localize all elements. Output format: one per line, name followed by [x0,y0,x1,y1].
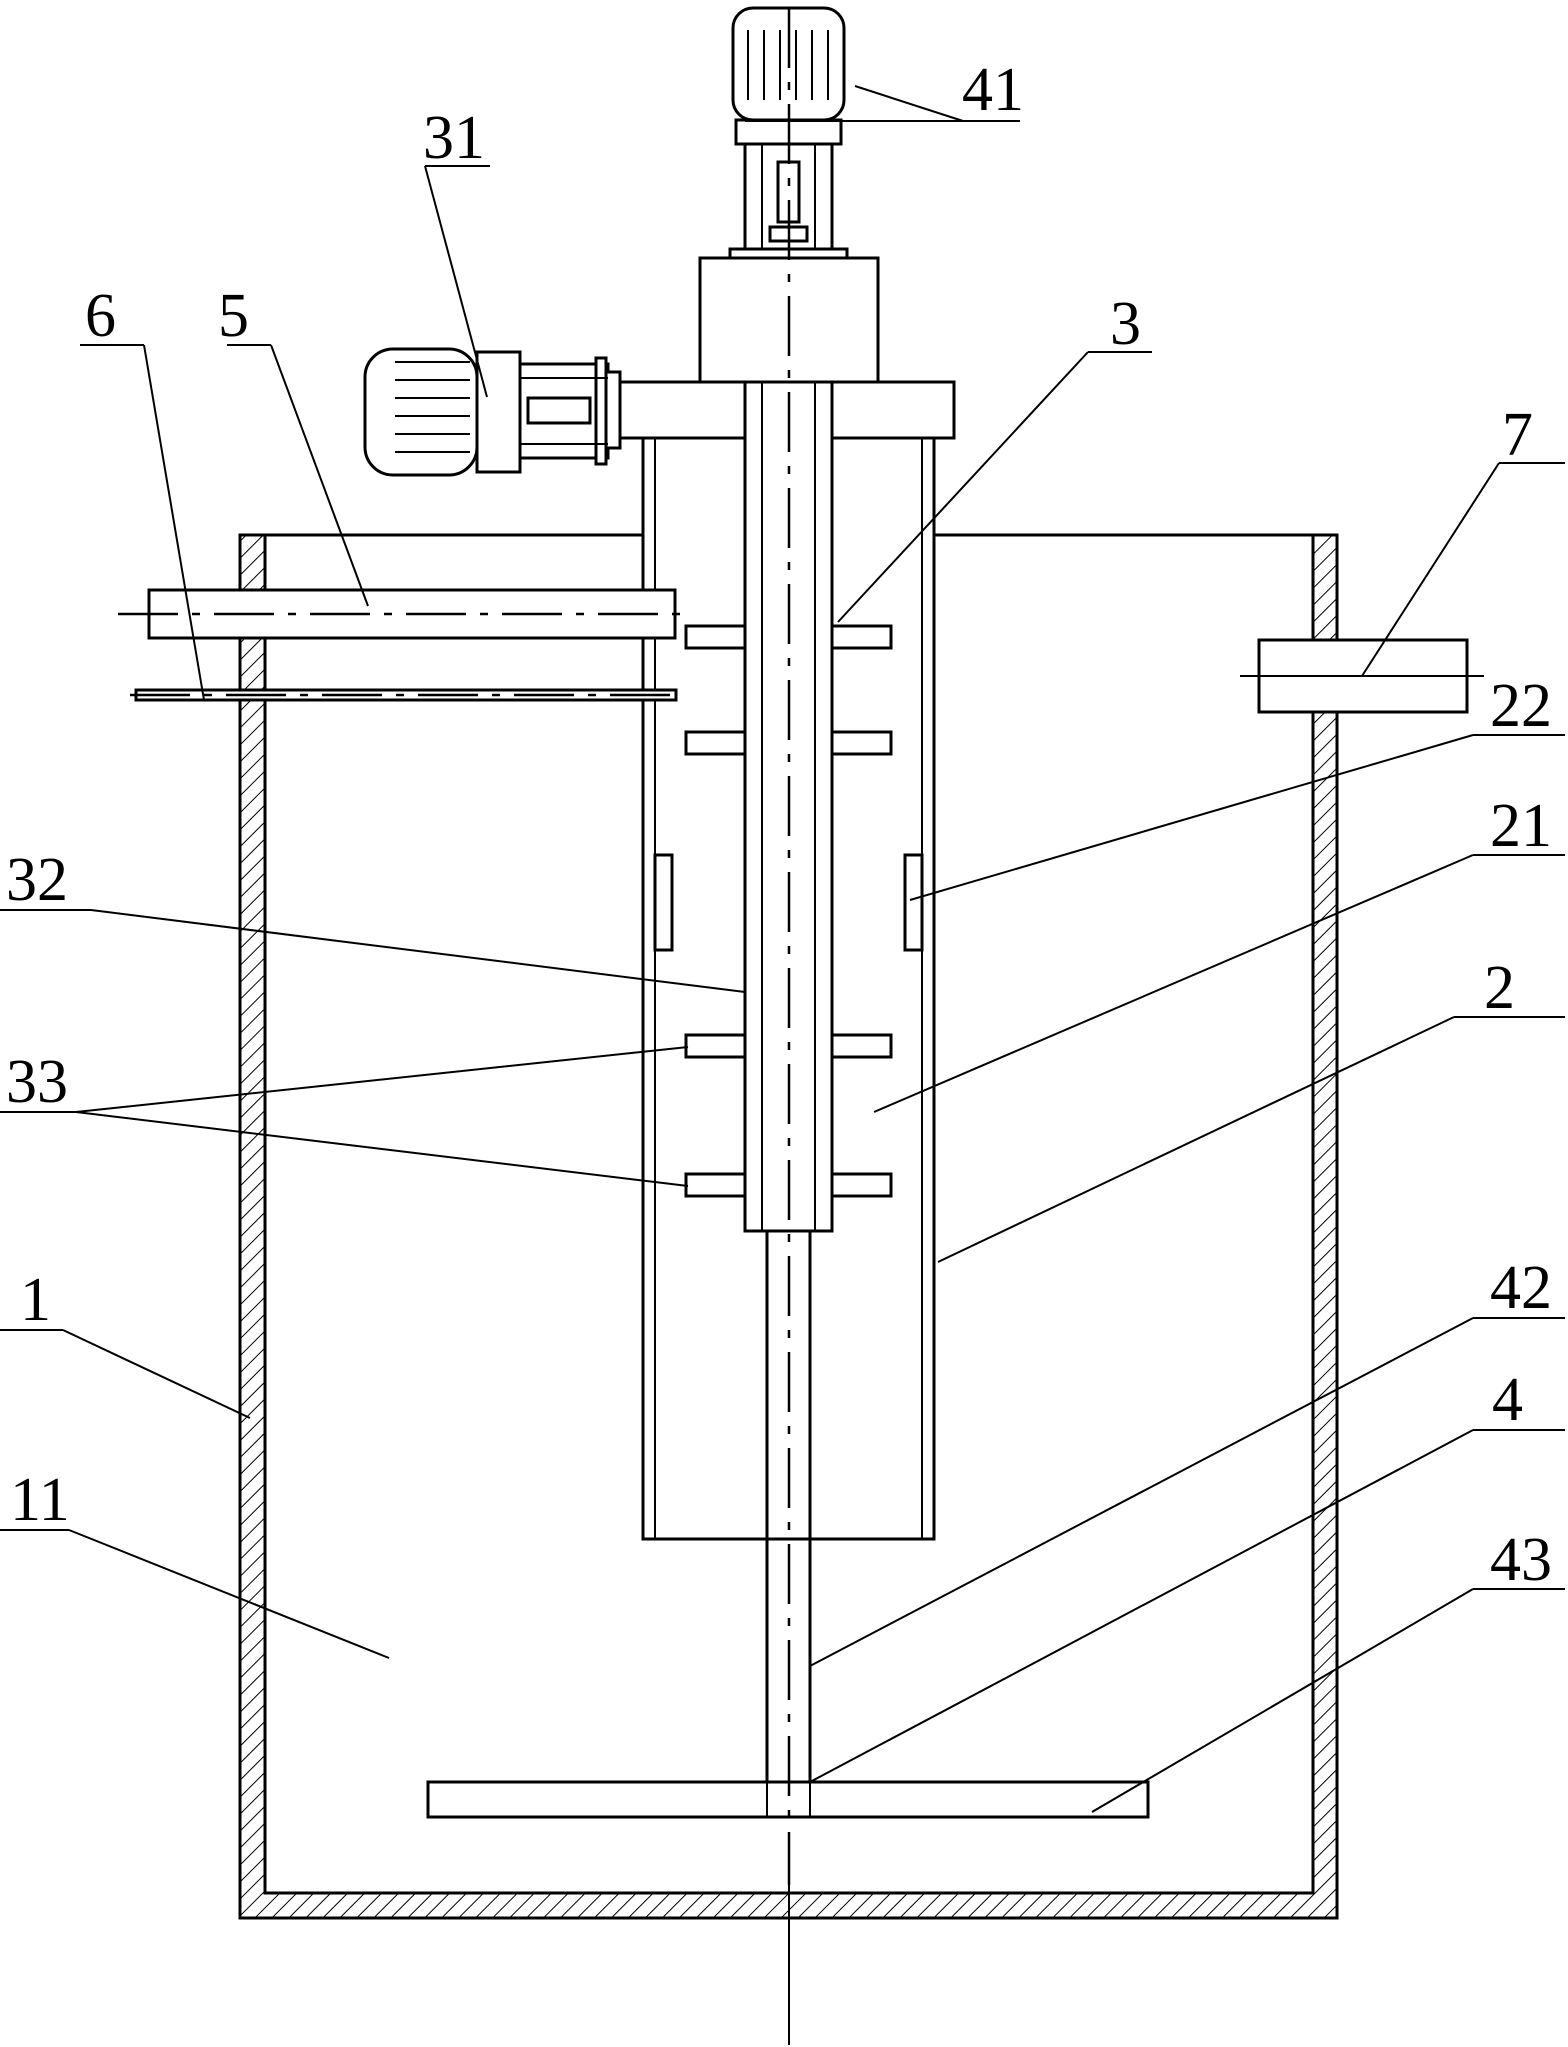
label-41: 41 [962,56,1024,124]
leader-lines [0,85,1565,1813]
side-motor [363,347,622,477]
label-32: 32 [6,846,68,914]
label-4: 4 [1492,1366,1523,1434]
label-43: 43 [1490,1526,1552,1594]
label-42: 42 [1490,1254,1552,1322]
label-7: 7 [1502,401,1533,469]
label-6: 6 [85,282,116,350]
label-5: 5 [218,282,249,350]
label-3: 3 [1110,290,1141,358]
stirring-shaft [765,1231,812,1818]
label-11: 11 [10,1466,70,1534]
label-2: 2 [1484,954,1515,1022]
label-31: 31 [423,104,485,172]
baffle-left [653,853,674,952]
label-21: 21 [1490,792,1552,860]
label-22: 22 [1490,672,1552,740]
label-33: 33 [6,1048,68,1116]
label-1: 1 [20,1266,51,1334]
baffle-right [903,853,924,952]
outer-tank [238,533,1339,1920]
shaft-blades [684,624,893,1198]
